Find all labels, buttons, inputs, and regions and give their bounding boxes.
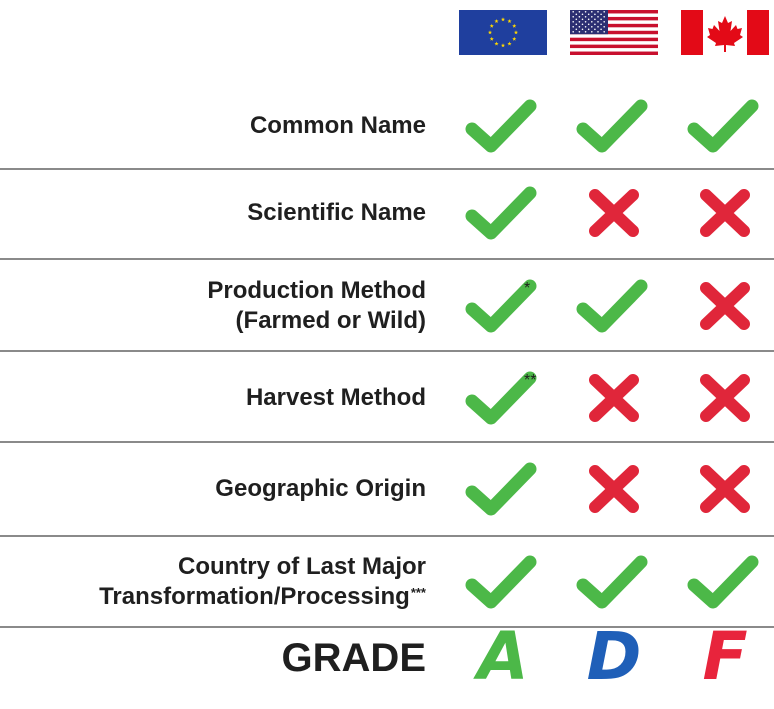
star-icon [507,19,512,24]
row-divider [0,535,774,537]
cross-icon [569,183,659,243]
star-icon [500,17,506,22]
checkmark-icon [680,96,770,156]
row-label-0: Common Name [250,111,426,141]
footnote-marker: *** [410,585,426,600]
grade-us: D [586,618,642,695]
checkmark-icon [458,552,548,612]
row-divider [0,441,774,443]
star-icon [512,36,517,41]
cross-icon [680,368,770,428]
cross-icon [569,368,659,428]
us-flag-icon [570,10,658,55]
grade-ca: F [702,618,748,695]
mark-footnote-marker: ** [524,372,537,389]
row-label-line: Country of Last Major [177,553,426,580]
checkmark-icon [458,276,548,336]
row-divider [0,350,774,352]
row-label-line: Production Method [207,277,426,304]
row-divider [0,168,774,170]
row-label-line: (Farmed or Wild) [235,307,426,334]
row-label-3: Harvest Method [246,383,426,413]
star-icon [513,30,519,35]
checkmark-icon [458,368,548,428]
star-icon [489,36,494,41]
canada-flag-icon [681,10,769,55]
row-label-4: Geographic Origin [215,474,426,504]
cross-icon [680,459,770,519]
cross-icon [680,276,770,336]
row-divider [0,258,774,260]
checkmark-icon [458,459,548,519]
row-label-1: Scientific Name [247,198,426,228]
checkmark-icon [569,552,659,612]
eu-flag-icon [459,10,547,55]
checkmark-icon [680,552,770,612]
grade-eu: A [477,618,529,695]
checkmark-icon [458,96,548,156]
star-icon [489,23,494,28]
checkmark-icon [458,183,548,243]
row-label-2: Production Method (Farmed or Wild) [207,276,426,336]
star-icon [500,43,506,48]
row-label-line: Harvest Method [245,384,426,411]
star-icon [512,23,517,28]
row-label-line: Geographic Origin [215,475,426,502]
checkmark-icon [569,276,659,336]
row-label-line: Common Name [249,112,426,139]
mark-footnote-marker: * [524,280,531,297]
row-label-line: Scientific Name [247,199,426,226]
star-icon [494,41,499,46]
maple-leaf-icon [707,16,743,52]
grade-label: GRADE [281,636,426,680]
cross-icon [569,459,659,519]
star-icon [494,19,499,24]
row-divider [0,626,774,628]
cross-icon [680,183,770,243]
checkmark-icon [569,96,659,156]
row-label-line: Transformation/Processing*** [99,583,426,610]
star-icon [507,41,512,46]
star-icon [487,30,493,35]
